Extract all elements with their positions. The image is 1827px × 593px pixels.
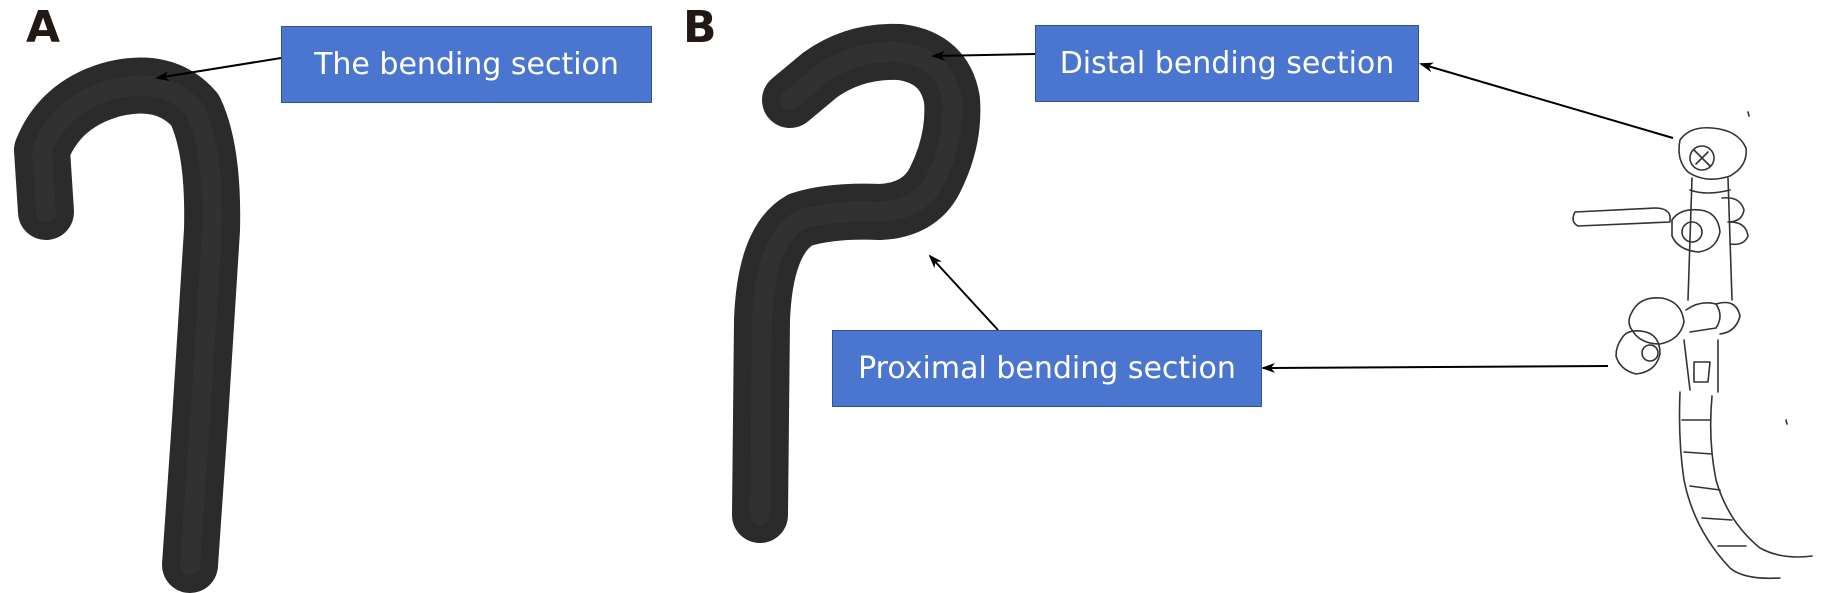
endoscope-sketch-icon [1572, 111, 1813, 580]
arrow-distal-right [1419, 62, 1674, 139]
arrow-bending-section [155, 57, 282, 82]
arrow-distal-left [931, 50, 1036, 61]
label-bending-section: The bending section [281, 26, 652, 103]
tube-b-icon [732, 23, 981, 543]
arrow-proximal-right [1261, 362, 1609, 373]
label-distal-bending-section: Distal bending section [1035, 25, 1419, 102]
panel-letter-b: B [683, 2, 717, 53]
tube-a-icon [14, 57, 241, 593]
arrow-proximal-up [928, 254, 999, 331]
label-proximal-bending-section: Proximal bending section [832, 330, 1262, 407]
panel-letter-a: A [26, 2, 61, 53]
